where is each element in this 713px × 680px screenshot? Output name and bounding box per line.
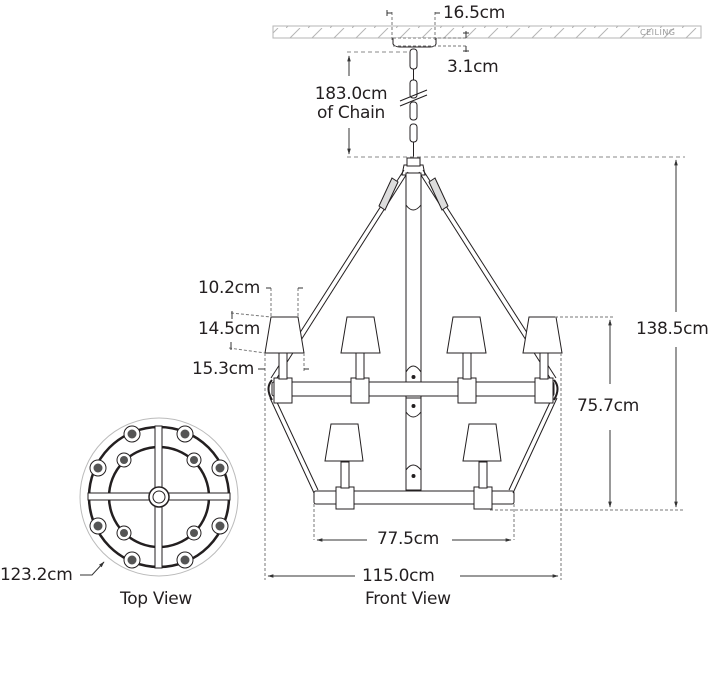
canopy-width-dimension: [391, 12, 468, 47]
top-view-diameter-label: 123.2cm: [0, 565, 73, 585]
front-view-label: Front View: [365, 589, 451, 609]
overall-width-label: 115.0cm: [362, 566, 435, 586]
shade-top-width-label: 10.2cm: [198, 278, 260, 298]
shade: [340, 316, 381, 354]
body-height-label: 75.7cm: [577, 396, 639, 416]
lower-ring-width-label: 77.5cm: [377, 529, 439, 549]
ceiling: [272, 25, 702, 39]
shade: [446, 316, 487, 354]
top-view-label: Top View: [120, 589, 193, 609]
shade-bottom-width-label: 15.3cm: [192, 359, 254, 379]
top-view-chandelier: [79, 417, 239, 577]
chain-break-mark: [399, 89, 428, 107]
canopy-width-label: 16.5cm: [443, 3, 505, 23]
overall-height-label: 138.5cm: [636, 319, 709, 339]
chain: [409, 48, 418, 158]
chain-length-value: 183.0cm: [314, 84, 388, 104]
width-dimensions: [267, 538, 559, 578]
height-dimensions: [608, 159, 678, 508]
front-view-chandelier: [264, 157, 563, 510]
chain-length-dimension: [347, 51, 685, 158]
shade: [462, 423, 502, 462]
shade: [264, 316, 305, 354]
shade: [522, 316, 563, 354]
top-view-diameter-leader: [80, 561, 105, 576]
canopy: [392, 38, 437, 48]
shade: [324, 423, 364, 462]
canopy-height-label: 3.1cm: [447, 57, 499, 77]
chain-length-suffix: of Chain: [317, 103, 385, 123]
chain-length-label: 183.0cm of Chain: [306, 85, 396, 123]
ceiling-label: CEILING: [640, 28, 676, 37]
shade-height-label: 14.5cm: [198, 319, 260, 339]
